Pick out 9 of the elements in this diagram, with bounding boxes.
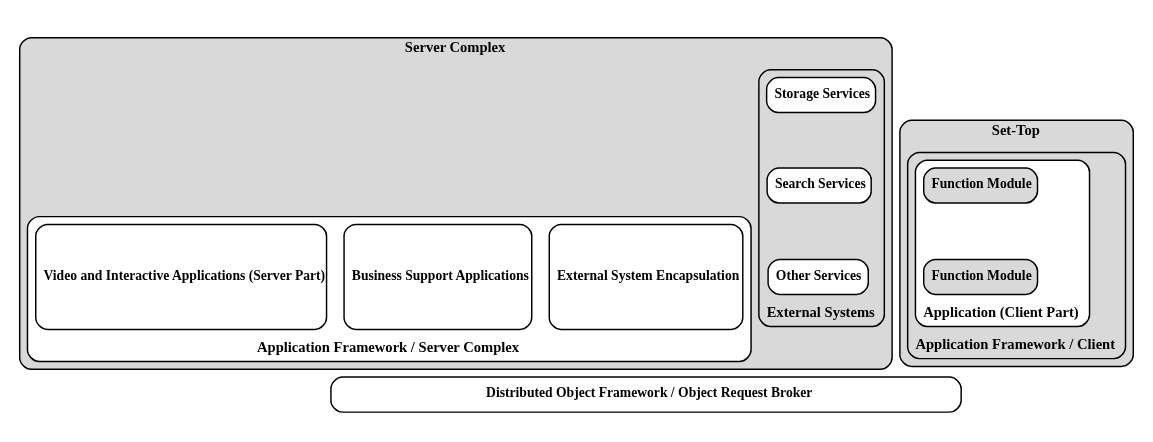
node-box: Function Module [923, 258, 1039, 296]
node-box: Distributed Object Framework / Object Request Broker [330, 376, 962, 413]
node-box: Search Services [766, 167, 872, 204]
node-box: Video and Interactive Applications (Server Part) [35, 223, 328, 331]
node-box: External System Encapsulation [548, 223, 744, 331]
node-box: Function Module [923, 167, 1039, 204]
node-box: Business Support Applications [343, 223, 533, 331]
node-box: Other Services [767, 258, 869, 296]
node-box: Storage Services [765, 76, 877, 114]
